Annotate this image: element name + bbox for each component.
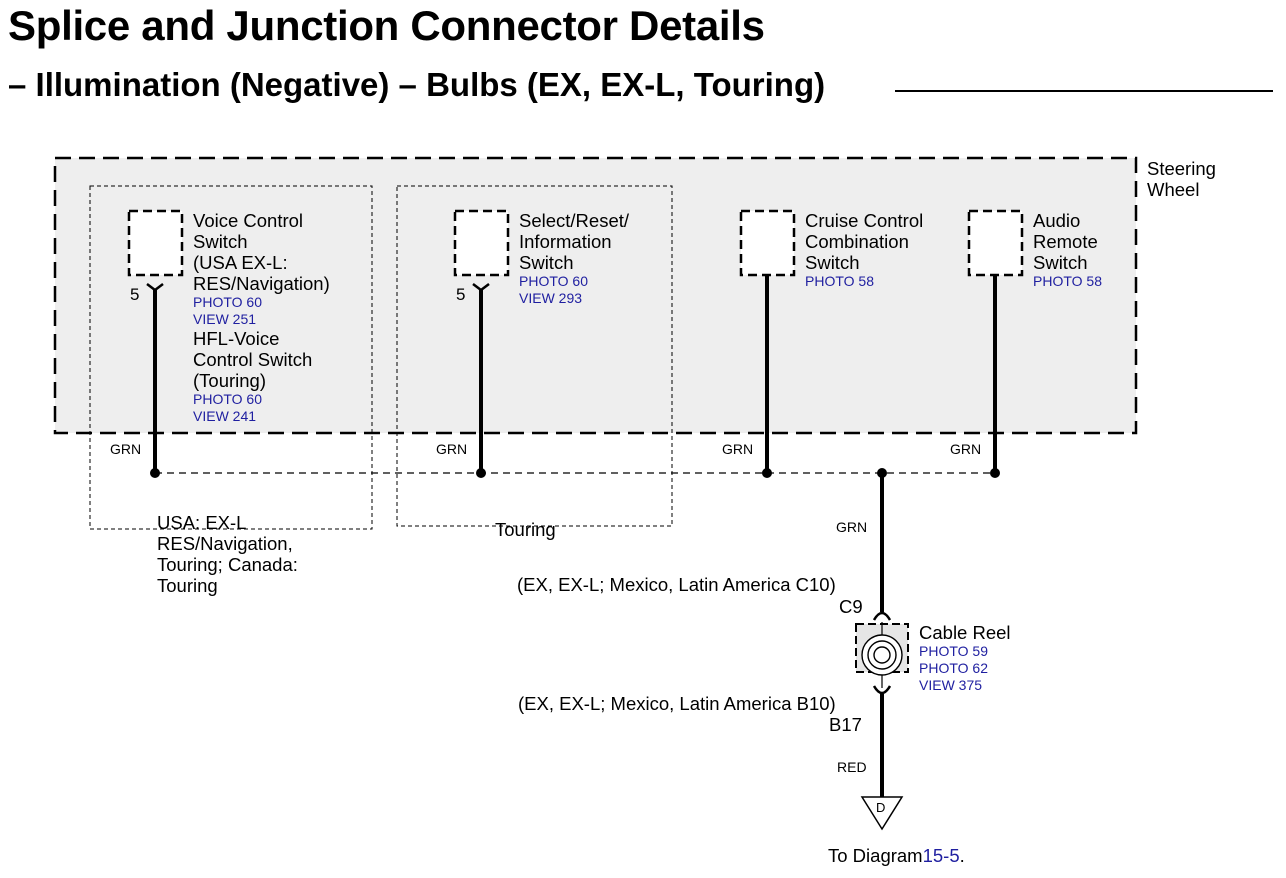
diagram-page-link[interactable]: 15-5 [922, 845, 960, 866]
cable-reel-top-connector-note: (EX, EX-L; Mexico, Latin America C10) [517, 574, 836, 595]
voice-control-photo-link[interactable]: PHOTO 60 [193, 294, 262, 310]
audio-remote-photo-link[interactable]: PHOTO 58 [1033, 273, 1102, 289]
to-diagram-text: To Diagram [828, 845, 923, 866]
option-box-usa [89, 185, 373, 530]
select-reset-connector [453, 209, 510, 277]
audio-remote-connector [967, 209, 1024, 277]
cable-reel-bottom-connector-note: (EX, EX-L; Mexico, Latin America B10) [518, 693, 836, 714]
cable-reel-top-terminal [872, 611, 892, 621]
cable-reel-bottom-connector-id: B17 [829, 714, 862, 735]
splice-point-3 [762, 468, 772, 478]
select-reset-photo-link[interactable]: PHOTO 60 [519, 273, 588, 289]
page-subtitle: – Illumination (Negative) – Bulbs (EX, E… [8, 66, 826, 103]
cable-reel-photo-link-1[interactable]: PHOTO 59 [919, 643, 988, 659]
cruise-control-wire-color: GRN [722, 441, 754, 457]
select-reset-label-3: Switch [519, 252, 574, 273]
voice-control-label-1: Voice Control [193, 210, 304, 231]
cable-reel-output-wire-color: RED [837, 759, 867, 775]
audio-remote-wire-color: GRN [950, 441, 982, 457]
cruise-control-label-1: Cruise Control [805, 210, 924, 231]
audio-remote-label-3: Switch [1033, 252, 1088, 273]
hfl-voice-photo-link[interactable]: PHOTO 60 [193, 391, 262, 407]
select-reset-label-2: Information [519, 231, 612, 252]
voice-control-label-4: RES/Navigation) [193, 273, 330, 294]
cable-reel-top-connector-id: C9 [839, 596, 863, 617]
usa-option-note-2: RES/Navigation, [157, 533, 293, 554]
cable-reel-photo-link-2[interactable]: PHOTO 62 [919, 660, 988, 676]
splice-point-2 [476, 468, 486, 478]
to-diagram-reference: To Diagram15-5. [828, 845, 965, 866]
voice-control-pin-number: 5 [130, 285, 140, 304]
voice-control-connector [127, 209, 184, 277]
cruise-control-label-3: Switch [805, 252, 860, 273]
cable-reel-bottom-terminal [872, 685, 892, 695]
cable-reel-label: Cable Reel [919, 622, 1011, 643]
splice-point-5 [990, 468, 1000, 478]
touring-option-note: Touring [495, 519, 556, 540]
voice-control-view-link[interactable]: VIEW 251 [193, 311, 257, 327]
hfl-voice-label-1: HFL-Voice [193, 328, 280, 349]
voice-control-label-3: (USA EX-L: [193, 252, 288, 273]
option-box-touring [396, 185, 673, 527]
voice-control-label-2: Switch [193, 231, 248, 252]
select-reset-wire-color: GRN [436, 441, 468, 457]
cable-reel-view-link[interactable]: VIEW 375 [919, 677, 983, 693]
select-reset-pin-number: 5 [456, 285, 466, 304]
cable-reel-input-wire-color: GRN [836, 519, 868, 535]
cruise-control-connector [739, 209, 796, 277]
hfl-voice-label-3: (Touring) [193, 370, 266, 391]
select-reset-label-1: Select/Reset/ [519, 210, 630, 231]
cruise-control-label-2: Combination [805, 231, 909, 252]
voice-control-wire-color: GRN [110, 441, 142, 457]
audio-remote-label-2: Remote [1033, 231, 1098, 252]
usa-option-note-1: USA: EX-L [157, 512, 247, 533]
steering-wheel-region [53, 156, 1138, 435]
off-page-connector-letter: D [876, 800, 886, 815]
cable-reel-coil-mid [867, 640, 897, 670]
cable-reel-coil-inner [873, 646, 891, 664]
audio-remote-label-1: Audio [1033, 210, 1081, 231]
splice-point-1 [150, 468, 160, 478]
to-diagram-period: . [959, 845, 965, 866]
cruise-control-photo-link[interactable]: PHOTO 58 [805, 273, 874, 289]
hfl-voice-view-link[interactable]: VIEW 241 [193, 408, 257, 424]
steering-wheel-label-1: Steering [1147, 158, 1216, 179]
usa-option-note-3: Touring; Canada: [157, 554, 298, 575]
page-title: Splice and Junction Connector Details [8, 2, 765, 49]
select-reset-view-link[interactable]: VIEW 293 [519, 290, 583, 306]
subtitle-rule [895, 90, 1273, 92]
steering-wheel-label-2: Wheel [1147, 179, 1200, 200]
hfl-voice-label-2: Control Switch [193, 349, 313, 370]
usa-option-note-4: Touring [157, 575, 218, 596]
off-page-connector-triangle [860, 796, 904, 831]
